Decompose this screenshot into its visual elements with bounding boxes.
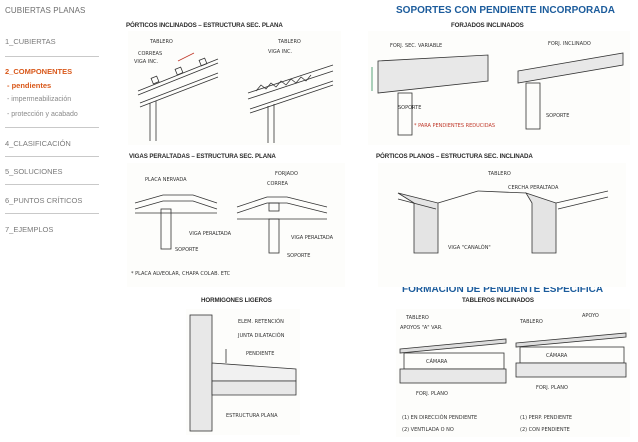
sketch-hormigones-ligeros: ELEM. RETENCIÓN JUNTA DILATACIÓN PENDIEN… (186, 309, 300, 435)
label-viga-peraltada-2: VIGA PERALTADA (291, 235, 334, 241)
label-pendientes-reducidas: * PARA PENDIENTES REDUCIDAS (414, 123, 495, 129)
nav-divider (5, 156, 99, 157)
nav-divider (5, 184, 99, 185)
sketch-porticos-inclinados: TABLERO CORREAS VIGA INC. TABLERO VIGA I… (128, 31, 341, 145)
note-ventilada: (2) VENTILADA O NO (402, 427, 454, 433)
fig-title-porticos-planos: PÓRTICOS PLANOS – ESTRUCTURA SEC. INCLIN… (376, 153, 533, 160)
label-tablero-5: TABLERO (519, 319, 543, 325)
label-tablero-4: TABLERO (405, 315, 429, 321)
fig-title-forjados-inclinados: FORJADOS INCLINADOS (451, 22, 524, 29)
label-cercha-peraltada: CERCHA PERALTADA (508, 185, 559, 191)
nav-item-soluciones[interactable]: 5_SOLUCIONES (5, 167, 63, 176)
label-elem-retencion: ELEM. RETENCIÓN (238, 318, 284, 325)
label-tablero-1: TABLERO (149, 39, 173, 45)
nav-sub-proteccion[interactable]: - protección y acabado (7, 111, 78, 118)
label-viga-canalon: VIGA "CANALÓN" (448, 244, 491, 251)
fig-title-vigas-peraltadas: VIGAS PERALTADAS – ESTRUCTURA SEC. PLANA (129, 153, 276, 160)
label-soporte-1: SOPORTE (398, 105, 421, 111)
nav-item-clasificacion[interactable]: 4_CLASIFICACIÓN (5, 139, 71, 148)
section-title-soportes: SOPORTES CON PENDIENTE INCORPORADA (396, 5, 615, 16)
fig-title-porticos-inclinados: PÓRTICOS INCLINADOS – ESTRUCTURA SEC. PL… (126, 22, 283, 29)
nav-divider (5, 56, 99, 57)
label-soporte-4: SOPORTE (287, 253, 310, 259)
label-correa: CORREA (267, 181, 289, 187)
nav-item-componentes[interactable]: 2_COMPONENTES (5, 67, 73, 76)
nav-divider (5, 213, 99, 214)
fig-title-tableros-inclinados: TABLEROS INCLINADOS (462, 297, 534, 304)
label-estructura-plana: ESTRUCTURA PLANA (226, 413, 278, 419)
sketch-vigas-peraltadas: PLACA NERVADA VIGA PERALTADA SOPORTE FOR… (127, 163, 345, 287)
section-title-formacion: FORMACIÓN DE PENDIENTE ESPECÍFICA (402, 284, 604, 295)
label-apoyo: APOYO (582, 313, 599, 319)
label-forj-plano-2: FORJ. PLANO (536, 385, 568, 391)
label-placa-alveolar: * PLACA ALVEOLAR, CHAPA COLAB. ETC (131, 271, 231, 277)
note-con-pendiente: (2) CON PENDIENTE (520, 427, 570, 433)
label-correas: CORREAS (138, 51, 162, 57)
note-perp-pendiente: (1) PERP. PENDIENTE (520, 415, 572, 421)
sketch-porticos-inclinados-drawing: TABLERO CORREAS VIGA INC. TABLERO VIGA I… (134, 39, 334, 143)
note-direccion-pendiente: (1) EN DIRECCIÓN PENDIENTE (402, 414, 477, 421)
sketch-forjados-inclinados: FORJ. SEC. VARIABLE SOPORTE * PARA PENDI… (368, 31, 630, 145)
label-placa-nervada: PLACA NERVADA (145, 177, 187, 183)
nav-item-puntos-criticos[interactable]: 6_PUNTOS CRÍTICOS (5, 196, 83, 205)
label-soporte-3: SOPORTE (175, 247, 198, 253)
nav-item-cubiertas[interactable]: 1_CUBIERTAS (5, 37, 56, 46)
label-tablero-3: TABLERO (487, 171, 511, 177)
slope-arrow (177, 52, 195, 62)
nav-item-ejemplos[interactable]: 7_EJEMPLOS (5, 225, 54, 234)
sketch-vigas-peraltadas-drawing: PLACA NERVADA VIGA PERALTADA SOPORTE FOR… (131, 171, 334, 277)
label-viga-inc-1: VIGA INC. (134, 59, 158, 65)
label-forjado: FORJADO (275, 171, 298, 177)
sketch-tableros-inclinados: TABLERO APOYOS "A" VAR. CÁMARA FORJ. PLA… (396, 309, 630, 437)
nav-sub-impermeabilizacion[interactable]: - impermeabilización (7, 96, 72, 103)
nav-sub-pendientes[interactable]: - pendientes (7, 81, 52, 90)
label-viga-peraltada-1: VIGA PERALTADA (189, 231, 232, 237)
sketch-porticos-planos: TABLERO CERCHA PERALTADA VIGA "CANALÓN" (378, 163, 626, 287)
label-junta-dilatacion: JUNTA DILATACIÓN (237, 332, 285, 339)
nav-divider (5, 127, 99, 128)
label-forj-plano-1: FORJ. PLANO (416, 391, 448, 397)
sketch-porticos-planos-drawing: TABLERO CERCHA PERALTADA VIGA "CANALÓN" (397, 171, 609, 254)
label-viga-inc-2: VIGA INC. (268, 49, 292, 55)
sketch-forjados-inclinados-drawing: FORJ. SEC. VARIABLE SOPORTE * PARA PENDI… (371, 41, 624, 136)
nav-header: CUBIERTAS PLANAS (5, 6, 86, 15)
label-tablero-2: TABLERO (277, 39, 301, 45)
label-pendiente: PENDIENTE (246, 351, 274, 357)
sketch-tableros-inclinados-drawing: TABLERO APOYOS "A" VAR. CÁMARA FORJ. PLA… (399, 313, 627, 433)
label-soporte-2: SOPORTE (546, 113, 569, 119)
label-forj-sec-variable: FORJ. SEC. VARIABLE (390, 43, 442, 49)
label-forj-inclinado: FORJ. INCLINADO (548, 41, 591, 47)
label-camara-2: CÁMARA (546, 352, 568, 359)
label-camara-1: CÁMARA (426, 358, 448, 365)
sketch-hormigones-ligeros-drawing: ELEM. RETENCIÓN JUNTA DILATACIÓN PENDIEN… (189, 314, 297, 432)
fig-title-hormigones-ligeros: HORMIGONES LIGEROS (201, 297, 272, 304)
label-apoyos-var: APOYOS "A" VAR. (400, 325, 443, 331)
